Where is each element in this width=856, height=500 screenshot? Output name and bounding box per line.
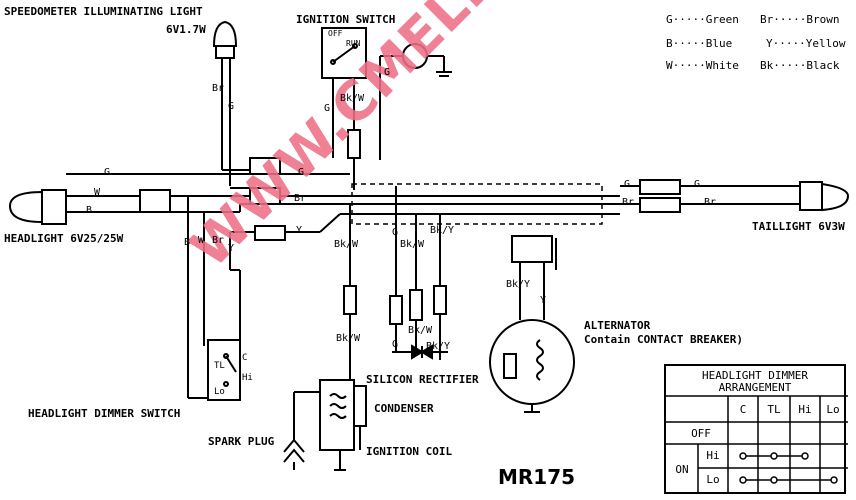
- table-row-on: ON: [675, 463, 689, 476]
- wire-label: Bk/W: [408, 325, 433, 336]
- wire-label: Y: [296, 225, 303, 236]
- wire-label: G: [104, 167, 111, 178]
- legend-color: Yellow: [805, 37, 846, 50]
- headlight-label: HEADLIGHT 6V25/25W: [4, 232, 124, 245]
- legend-code: W: [666, 59, 673, 72]
- table-row-off: OFF: [691, 427, 711, 440]
- headlight-icon: [8, 189, 140, 225]
- wire-label: Bk/W: [336, 333, 361, 344]
- legend-entry: Bk·····Black: [760, 59, 840, 72]
- legend-color: Black: [806, 59, 840, 72]
- wire-label: G: [624, 179, 631, 190]
- legend-entry: Y·····Yellow: [766, 37, 846, 50]
- taillight-icon: [620, 179, 850, 213]
- legend-entry: Br·····Brown: [760, 13, 840, 26]
- dimmer-switch-lo: Lo: [214, 387, 225, 397]
- wire-label: Bk/W: [340, 93, 365, 104]
- wire-label: G: [298, 167, 305, 178]
- wire-label: Br: [212, 83, 225, 94]
- alternator-label: ALTERNATOR: [584, 319, 651, 332]
- wire-label: G: [694, 179, 701, 190]
- table-title-1: HEADLIGHT DIMMER: [702, 369, 808, 382]
- wire-label: Bk/Y: [426, 341, 451, 352]
- table-row-lo: Lo: [706, 473, 720, 486]
- wire-label: G: [384, 67, 391, 78]
- wire-label: Y: [540, 295, 547, 306]
- speedometer-light-label: SPEEDOMETER ILLUMINATING LIGHT: [4, 5, 203, 18]
- speedometer-bulb-icon: [212, 20, 238, 186]
- wire-label: Br: [212, 235, 225, 246]
- taillight-label: TAILLIGHT 6V3W: [752, 220, 845, 233]
- alternator-note: Contain CONTACT BREAKER): [584, 333, 743, 346]
- wire-label: G: [392, 339, 399, 350]
- wire-label: B: [184, 237, 191, 248]
- spark-plug-label: SPARK PLUG: [208, 435, 275, 448]
- wire-label: Bk/W: [334, 239, 359, 250]
- silicon-rectifier-label: SILICON RECTIFIER: [366, 373, 479, 386]
- connection-dots: [739, 452, 838, 484]
- wire-label: Y: [228, 243, 235, 254]
- legend-entry: W·····White: [666, 59, 739, 72]
- ignition-switch-run: RUN: [346, 39, 361, 48]
- wire-label: G: [228, 101, 235, 112]
- silicon-rectifier-icon: [392, 344, 448, 360]
- table-col-hi: Hi: [798, 403, 812, 416]
- main-harness: [66, 157, 620, 346]
- dimmer-switch-label: HEADLIGHT DIMMER SWITCH: [28, 407, 181, 420]
- wire-label: Bk/Y: [506, 279, 531, 290]
- dimmer-arrangement-table: HEADLIGHT DIMMER ARRANGEMENT C TL Hi Lo …: [664, 364, 848, 494]
- wire-label: Br: [294, 193, 307, 204]
- condenser-label: CONDENSER: [374, 402, 434, 415]
- legend-code: B: [666, 37, 673, 50]
- wire-label: Br: [622, 197, 635, 208]
- dimmer-switch-c: C: [242, 353, 248, 363]
- legend-entry: G·····Green: [666, 13, 739, 26]
- ground-top-icon: [379, 43, 452, 160]
- dimmer-switch-icon: [188, 339, 241, 401]
- wire-label: Bk/W: [400, 239, 425, 250]
- wire-label: B: [86, 205, 93, 216]
- legend-color: Green: [705, 13, 739, 26]
- legend-code: Br: [760, 13, 774, 26]
- legend-entry: B·····Blue: [666, 37, 733, 50]
- wire-label: G: [324, 103, 331, 114]
- speedometer-light-rating: 6V1.7W: [166, 23, 206, 36]
- wire-label: Bk/Y: [430, 225, 455, 236]
- spark-plug-icon: [283, 391, 320, 470]
- legend-code: Bk: [760, 59, 774, 72]
- wire-label: W: [94, 187, 101, 198]
- table-row-hi: Hi: [706, 449, 720, 462]
- legend-code: G: [666, 13, 673, 26]
- wire-label: W: [198, 235, 205, 246]
- legend-color: Brown: [806, 13, 840, 26]
- table-title-2: ARRANGEMENT: [718, 381, 792, 394]
- table-col-lo: Lo: [826, 403, 840, 416]
- ignition-coil-icon: [319, 379, 367, 471]
- ignition-switch-off: OFF: [328, 29, 343, 38]
- ignition-switch-label: IGNITION SWITCH: [296, 13, 396, 26]
- dimmer-switch-hi: Hi: [242, 373, 253, 383]
- alternator-icon: [489, 235, 575, 413]
- legend-color: White: [705, 59, 739, 72]
- table-col-tl: TL: [767, 403, 781, 416]
- table-grid: [666, 395, 848, 494]
- legend-color: Blue: [705, 37, 733, 50]
- ignition-coil-label: IGNITION COIL: [366, 445, 453, 458]
- legend-code: Y: [766, 37, 773, 50]
- wire-label: G: [392, 227, 399, 238]
- wire-label: Br: [704, 197, 717, 208]
- dimmer-switch-tl: TL: [214, 361, 225, 371]
- model-name: MR175: [498, 465, 576, 489]
- table-col-c: C: [739, 403, 747, 416]
